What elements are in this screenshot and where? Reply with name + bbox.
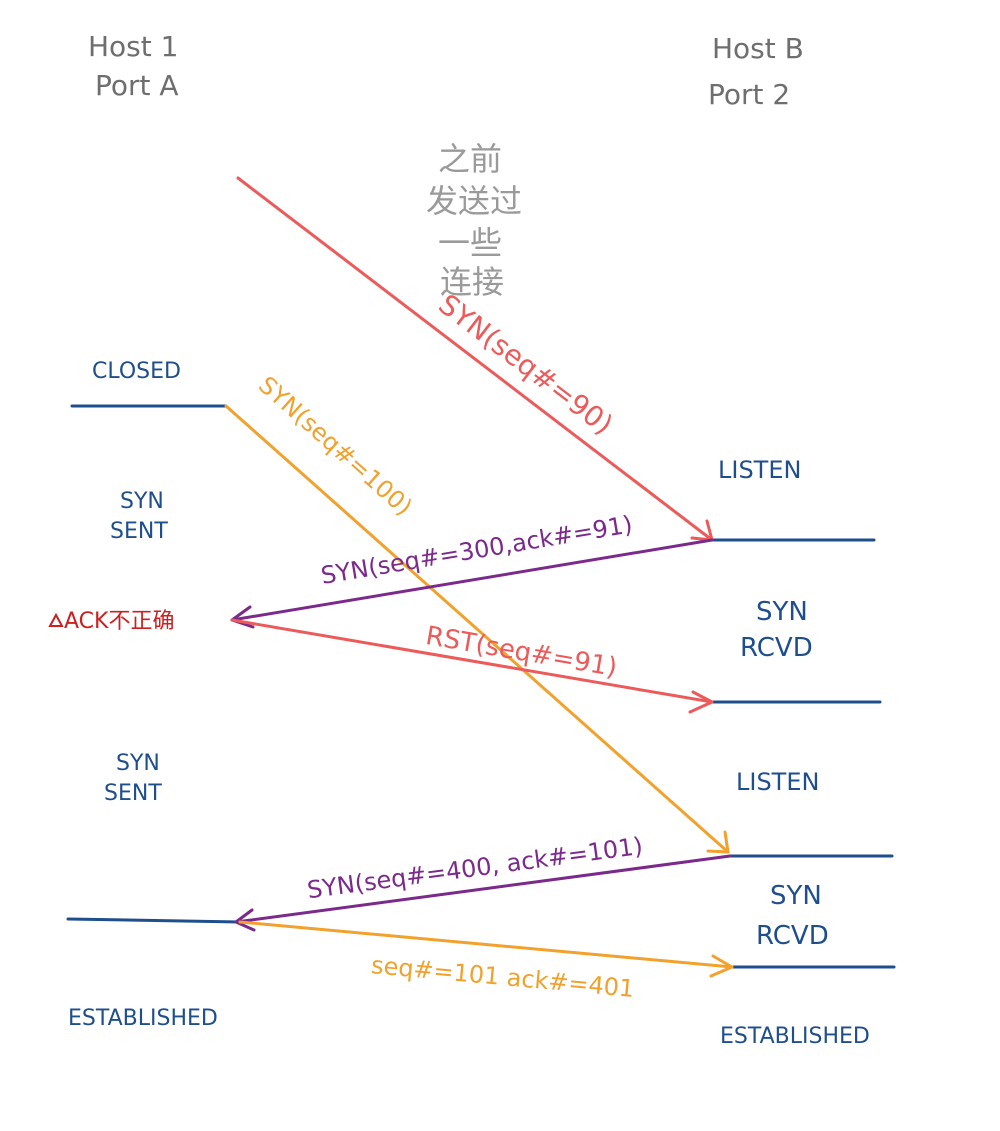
host-right-name: Host B bbox=[712, 32, 804, 65]
warning-label: ACK不正确 bbox=[64, 609, 174, 634]
host-left-port: Port A bbox=[95, 69, 179, 102]
state-syn-sent-2-bottom: SENT bbox=[104, 781, 162, 806]
note-line-4: 连接 bbox=[440, 263, 504, 301]
left-established-line bbox=[66, 917, 242, 924]
state-syn-sent-1-bottom: SENT bbox=[110, 519, 168, 544]
label-old-syn: SYN(seq#=90) bbox=[432, 288, 619, 442]
final-ack-arrow bbox=[238, 920, 734, 978]
state-closed: CLOSED bbox=[92, 359, 181, 384]
rst-arrow bbox=[230, 618, 714, 714]
state-syn-rcvd-2-top: SYN bbox=[770, 881, 822, 911]
state-established-left: ESTABLISHED bbox=[68, 1006, 218, 1031]
syn-100-arrow bbox=[224, 404, 730, 854]
host-left-name: Host 1 bbox=[88, 30, 178, 63]
warning-ack-incorrect: ACK不正确 bbox=[48, 609, 174, 634]
state-listen-1: LISTEN bbox=[718, 456, 801, 484]
right-states: LISTEN SYN RCVD LISTEN SYN RCVD ESTABLIS… bbox=[718, 456, 870, 1049]
label-rst: RST(seq#=91) bbox=[423, 621, 619, 683]
note-previous-connections: 之前 发送过 一些 连接 bbox=[426, 140, 522, 301]
note-line-3: 一些 bbox=[438, 224, 502, 262]
host-right-header: Host B Port 2 bbox=[708, 32, 804, 111]
note-line-2: 发送过 bbox=[426, 182, 522, 220]
syn-ack-400-arrow bbox=[234, 854, 732, 932]
host-left-header: Host 1 Port A bbox=[88, 30, 179, 102]
message-labels: SYN(seq#=90) SYN(seq#=100) SYN(seq#=300,… bbox=[253, 288, 644, 1003]
state-syn-rcvd-1-bottom: RCVD bbox=[740, 633, 813, 663]
label-syn-ack-400: SYN(seq#=400, ack#=101) bbox=[305, 832, 644, 904]
state-syn-rcvd-2-bottom: RCVD bbox=[756, 921, 829, 951]
state-syn-rcvd-1-top: SYN bbox=[756, 597, 808, 627]
label-final-ack: seq#=101 ack#=401 bbox=[370, 951, 635, 1003]
warning-triangle-icon bbox=[48, 612, 64, 627]
state-syn-sent-2-top: SYN bbox=[116, 751, 160, 776]
label-syn-100: SYN(seq#=100) bbox=[253, 371, 417, 521]
state-syn-sent-1-top: SYN bbox=[120, 489, 164, 514]
state-listen-2: LISTEN bbox=[736, 768, 819, 796]
host-right-port: Port 2 bbox=[708, 78, 790, 111]
state-established-right: ESTABLISHED bbox=[720, 1024, 870, 1049]
note-line-1: 之前 bbox=[438, 140, 502, 178]
left-states: CLOSED SYN SENT SYN SENT ESTABLISHED bbox=[68, 359, 218, 1031]
